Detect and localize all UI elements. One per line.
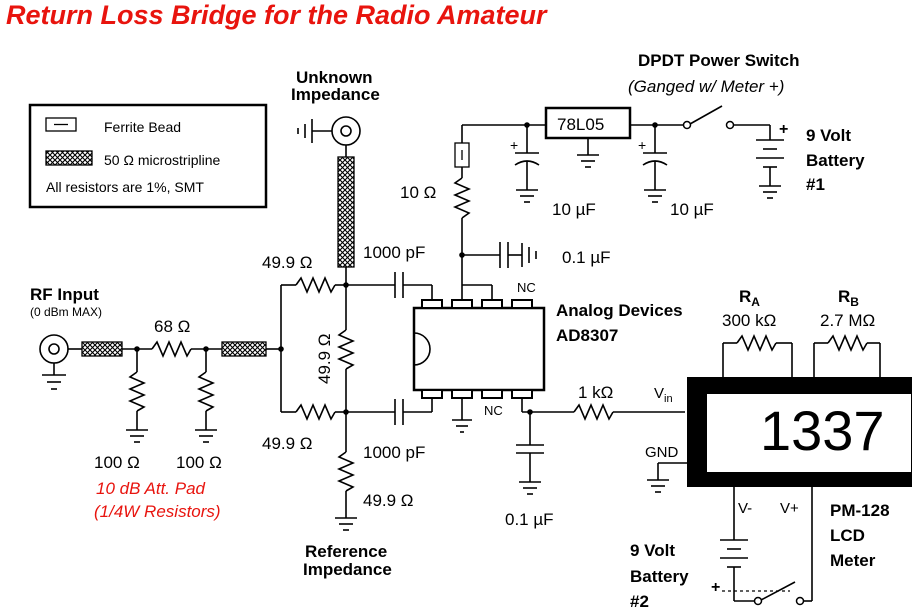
r-mid-label: 49.9 Ω xyxy=(315,333,334,384)
battery2-plus: + xyxy=(711,579,720,596)
regulator-label: 78L05 xyxy=(557,115,604,134)
rb-value: 2.7 MΩ xyxy=(820,311,875,330)
c-filter-label: 0.1 µF xyxy=(505,510,554,529)
r-supply-label: 10 Ω xyxy=(400,183,436,202)
vminus-label: V- xyxy=(738,500,752,517)
c-top-label: 1000 pF xyxy=(363,243,425,262)
unknown-stripline xyxy=(337,156,355,268)
rf-input-label: RF Input xyxy=(30,285,99,304)
legend-stripline-symbol xyxy=(45,150,93,166)
vplus-label: V+ xyxy=(780,500,799,517)
switch-label-1: DPDT Power Switch xyxy=(638,51,800,70)
battery2-label-3: #2 xyxy=(630,592,649,611)
nc-bot-label: NC xyxy=(484,403,503,418)
r-bot-label: 49.9 Ω xyxy=(262,434,313,453)
unknown-label-2: Impedance xyxy=(291,85,380,104)
battery1-label-2: Battery xyxy=(806,151,865,170)
vin-label: Vin xyxy=(654,385,673,405)
page-title: Return Loss Bridge for the Radio Amateur xyxy=(6,0,548,30)
r-top-label: 49.9 Ω xyxy=(262,253,313,272)
output-filter xyxy=(516,402,685,495)
r-ref-label: 49.9 Ω xyxy=(363,491,414,510)
meter-label-1: PM-128 xyxy=(830,501,890,520)
ic-label-2: AD8307 xyxy=(556,326,618,345)
unknown-connector xyxy=(297,116,361,285)
legend-ferrite-label: Ferrite Bead xyxy=(104,119,181,135)
c-out-label: 10 µF xyxy=(670,200,714,219)
rf-input-connector xyxy=(39,334,281,443)
pad-label-1: 10 dB Att. Pad xyxy=(96,479,206,498)
lcd-meter xyxy=(647,333,912,606)
legend-note: All resistors are 1%, SMT xyxy=(46,179,204,195)
r-shunt2-label: 100 Ω xyxy=(176,453,222,472)
c-in-label: 10 µF xyxy=(552,200,596,219)
ic-label-1: Analog Devices xyxy=(556,301,683,320)
battery1-plus: + xyxy=(779,121,788,138)
bridge xyxy=(278,272,433,531)
battery2-label-1: 9 Volt xyxy=(630,541,675,560)
legend: Ferrite Bead 50 Ω microstripline All res… xyxy=(28,103,268,209)
meter-label-2: LCD xyxy=(830,526,865,545)
battery2-label-2: Battery xyxy=(630,567,689,586)
unknown-label-1: Unknown xyxy=(296,68,373,87)
reference-label-2: Impedance xyxy=(303,560,392,579)
c-bot-label: 1000 pF xyxy=(363,443,425,462)
nc-top-label: NC xyxy=(517,280,536,295)
ra-name: RA xyxy=(739,287,760,309)
r-series-label: 68 Ω xyxy=(154,317,190,336)
power-supply: + + xyxy=(452,105,784,285)
rf-input-sublabel: (0 dBm MAX) xyxy=(30,305,102,319)
svg-text:+: + xyxy=(638,137,646,153)
r-out-label: 1 kΩ xyxy=(578,383,613,402)
pad-label-2: (1/4W Resistors) xyxy=(94,502,221,521)
ad8307-chip xyxy=(412,284,546,433)
legend-stripline-label: 50 Ω microstripline xyxy=(104,152,220,168)
gnd-label: GND xyxy=(645,444,679,461)
ra-value: 300 kΩ xyxy=(722,311,776,330)
lcd-reading: 1337 xyxy=(760,399,885,462)
c-bypass-label: 0.1 µF xyxy=(562,248,611,267)
battery1-label-1: 9 Volt xyxy=(806,126,851,145)
switch-label-2: (Ganged w/ Meter +) xyxy=(628,77,784,96)
reference-label-1: Reference xyxy=(305,542,387,561)
rb-name: RB xyxy=(838,287,859,309)
battery1-label-3: #1 xyxy=(806,175,825,194)
meter-label-3: Meter xyxy=(830,551,876,570)
r-shunt1-label: 100 Ω xyxy=(94,453,140,472)
svg-text:+: + xyxy=(510,137,518,153)
